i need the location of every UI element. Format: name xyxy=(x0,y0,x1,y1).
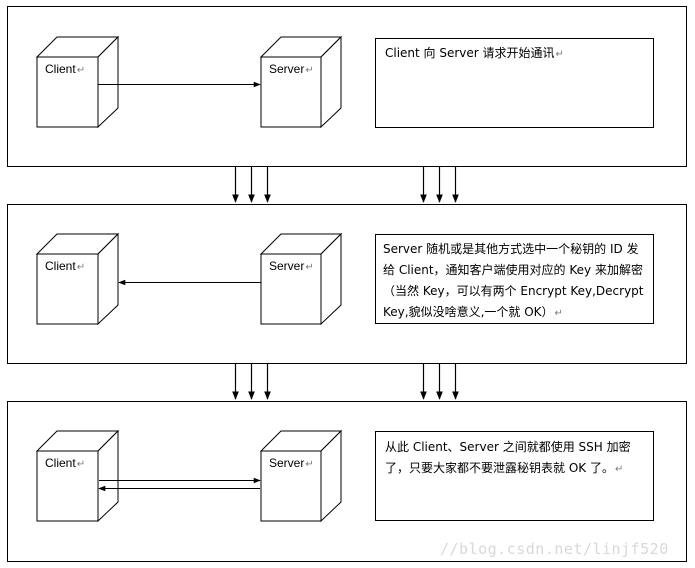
stage-2-client-node xyxy=(35,232,120,326)
stage-2-server-label: Server↵ xyxy=(269,259,314,275)
paragraph-mark-icon: ↵ xyxy=(305,459,314,470)
transition-arrows-2-3 xyxy=(232,364,459,400)
client-label-text: Client xyxy=(45,62,76,76)
server-label-text: Server xyxy=(269,259,305,273)
stage-3-client-label: Client↵ xyxy=(45,456,85,472)
stage-1-server-label: Server↵ xyxy=(269,62,314,78)
stage-1-client-node xyxy=(35,35,120,129)
transition-arrows-1-2 xyxy=(232,167,459,203)
paragraph-mark-icon: ↵ xyxy=(614,464,624,475)
paragraph-mark-icon: ↵ xyxy=(76,459,86,470)
note-text: Server 随机或是其他方式选中一个秘钥的 ID 发给 Client，通知客户… xyxy=(383,242,644,319)
stage-1-client-label: Client↵ xyxy=(45,62,85,78)
stage-2-note: Server 随机或是其他方式选中一个秘钥的 ID 发给 Client，通知客户… xyxy=(383,239,649,324)
paragraph-mark-icon: ↵ xyxy=(554,308,563,319)
client-label-text: Client xyxy=(45,456,76,470)
stage-1-server-node xyxy=(259,35,343,129)
stage-1-note-box xyxy=(375,38,654,128)
server-label-text: Server xyxy=(269,456,305,470)
note-text: Client 向 Server 请求开始通讯 xyxy=(385,46,555,60)
stage-2-server-node xyxy=(259,232,343,326)
paragraph-mark-icon: ↵ xyxy=(555,49,564,60)
stage-3-server-node xyxy=(259,429,343,523)
paragraph-mark-icon: ↵ xyxy=(76,65,86,76)
watermark: //blog.csdn.net/linjf520 xyxy=(440,540,669,558)
stage-2-note-box xyxy=(375,234,654,324)
stage-3-note: 从此 Client、Server 之间就都使用 SSH 加密了，只要大家都不要泄… xyxy=(385,437,649,480)
paragraph-mark-icon: ↵ xyxy=(305,65,314,76)
stage-3-server-label: Server↵ xyxy=(269,456,314,472)
note-text: 从此 Client、Server 之间就都使用 SSH 加密了，只要大家都不要泄… xyxy=(385,440,631,475)
stage-3-note-box xyxy=(375,431,654,521)
stage-1-note: Client 向 Server 请求开始通讯↵ xyxy=(385,43,647,65)
client-label-text: Client xyxy=(45,259,76,273)
stage-2-client-label: Client↵ xyxy=(45,259,85,275)
paragraph-mark-icon: ↵ xyxy=(305,262,314,273)
paragraph-mark-icon: ↵ xyxy=(76,262,86,273)
stage-3-client-node xyxy=(35,429,120,523)
server-label-text: Server xyxy=(269,62,305,76)
